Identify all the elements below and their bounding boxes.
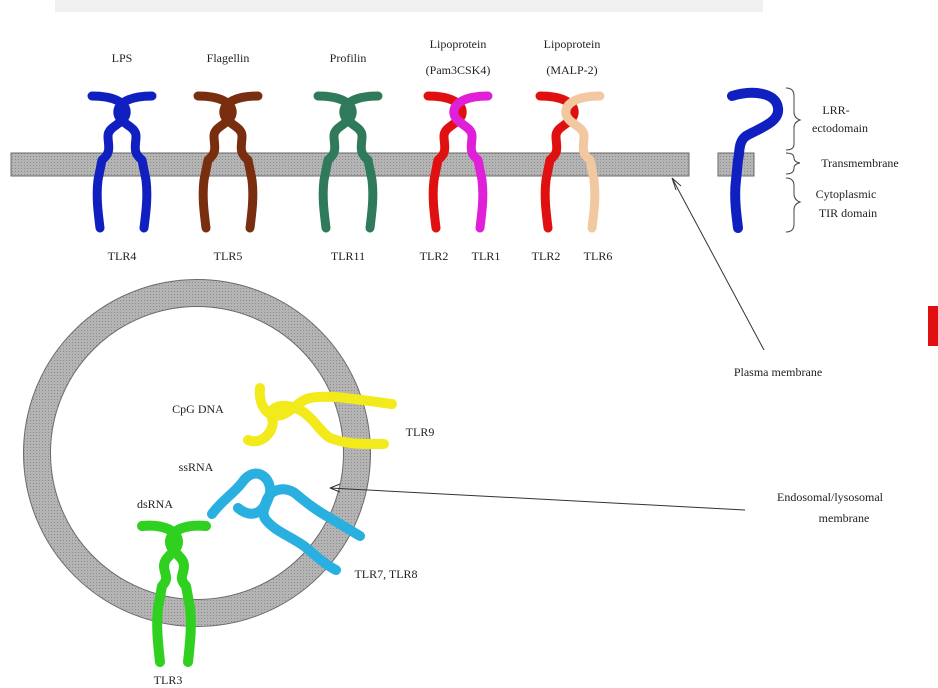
callout-labels: Plasma membrane Endosomal/lysosomal memb… [734,365,884,525]
ligand-lipoprotein-1: Lipoprotein [430,37,487,51]
brace-lrr [786,88,800,150]
ligand-lps: LPS [112,51,133,65]
plasma-membrane-arrow [672,178,764,350]
legend-monomer-chain [732,93,778,228]
legend-monomer [732,93,778,228]
legend-tir-domain: TIR domain [819,206,877,220]
label-tlr7-tlr8: TLR7, TLR8 [354,567,417,581]
surface-ligand-labels: LPS Flagellin Profilin Lipoprotein (Pam3… [112,37,601,77]
tlr9-receptor [248,388,392,444]
ligand-dsrna: dsRNA [137,497,173,511]
label-endosomal-membrane: membrane [819,511,870,525]
ligand-ssrna: ssRNA [179,460,214,474]
ligand-malp2: (MALP-2) [546,63,597,77]
label-tlr9: TLR9 [406,425,435,439]
label-tlr2-a: TLR2 [420,249,449,263]
top-band [55,0,763,12]
label-tlr1: TLR1 [472,249,501,263]
ligand-flagellin: Flagellin [207,51,250,65]
endosomal-membrane-arrow [330,484,745,510]
endosomal-membrane-fill [37,293,357,613]
edge-mark [928,306,938,346]
label-tlr6: TLR6 [584,249,613,263]
ligand-pam3csk4: (Pam3CSK4) [426,63,491,77]
legend-ectodomain: ectodomain [812,121,868,135]
legend-braces [786,88,800,232]
legend-lrr: LRR- [822,103,849,117]
tlr3-chain-right [170,526,206,662]
surface-receptor-labels: TLR4 TLR5 TLR11 TLR2 TLR1 TLR2 TLR6 [108,249,613,263]
label-tlr2-b: TLR2 [532,249,561,263]
label-tlr4: TLR4 [108,249,137,263]
brace-cytoplasmic [786,178,800,232]
ligand-lipoprotein-2: Lipoprotein [544,37,601,51]
ligand-cpg-dna: CpG DNA [172,402,224,416]
label-tlr3: TLR3 [154,673,183,687]
legend-labels: LRR- ectodomain Transmembrane Cytoplasmi… [812,103,899,220]
label-tlr5: TLR5 [214,249,243,263]
ligand-profilin: Profilin [330,51,367,65]
label-endosomal-lysosomal: Endosomal/lysosomal [777,490,884,504]
legend-transmembrane: Transmembrane [821,156,899,170]
label-tlr11: TLR11 [331,249,365,263]
label-plasma-membrane: Plasma membrane [734,365,822,379]
legend-cytoplasmic: Cytoplasmic [816,187,877,201]
brace-transmembrane [786,153,800,174]
